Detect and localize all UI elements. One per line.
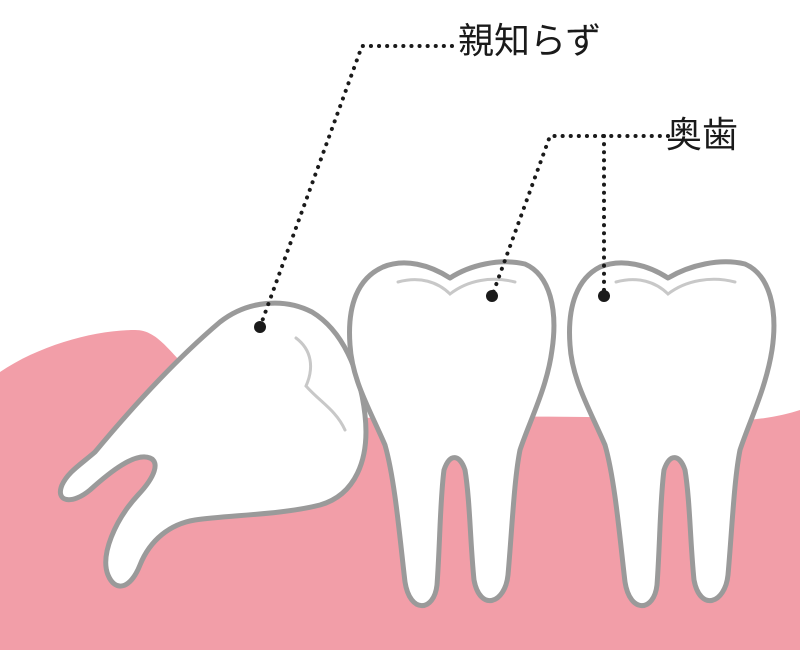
wisdom-tooth-body (57, 300, 369, 589)
molar-tooth-2 (567, 259, 777, 609)
molar-1-body (347, 259, 557, 609)
wisdom-tooth-label: 親知らず (458, 21, 602, 62)
wisdom-leader-line (258, 44, 454, 329)
molar-tooth-1 (347, 259, 557, 609)
molar-2-shine (614, 277, 737, 296)
molar-label: 奥歯 (666, 115, 739, 156)
molar-2-body (567, 259, 777, 609)
molar-1-pointer-dot (486, 290, 498, 302)
molar-leader-line-1 (490, 134, 670, 298)
leader-lines (254, 44, 670, 333)
molar-1-shine (396, 277, 517, 296)
wisdom-tooth-shine (294, 336, 347, 432)
wisdom-pointer-dot (254, 321, 266, 333)
molar-2-pointer-dot (598, 290, 610, 302)
wisdom-tooth (57, 300, 369, 589)
